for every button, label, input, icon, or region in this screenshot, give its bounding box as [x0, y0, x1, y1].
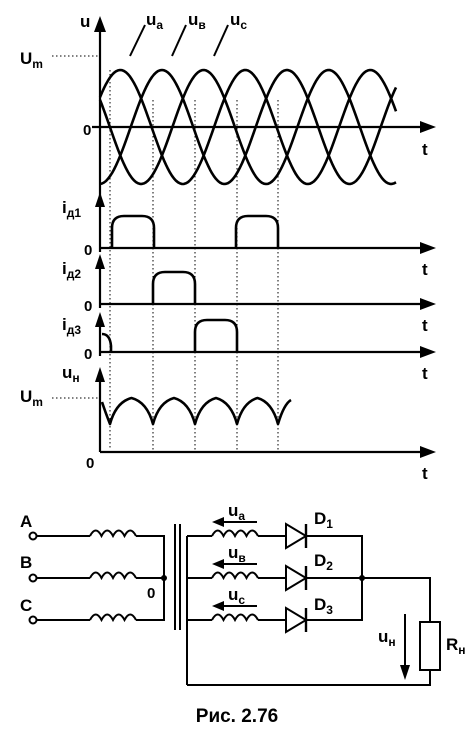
id3-axis-y-arrow: [95, 312, 105, 327]
voltage-plot: u t 0 Um ua uв uc: [20, 10, 436, 205]
id2-plot: iд2 0 t: [62, 254, 436, 335]
circuit: A B C 0 ua uв: [20, 501, 466, 686]
diode-d1: [285, 522, 308, 550]
id1-time-label: t: [422, 260, 428, 279]
id2-label: iд2: [62, 259, 81, 281]
d2-label: D2: [314, 551, 333, 573]
id3-plot: iд3 0 t: [62, 312, 436, 383]
id1-pulse-2: [234, 214, 280, 248]
un-label: uн: [62, 363, 80, 385]
un-plot: uн Um 0 t: [20, 363, 436, 483]
phase-c-wave: [98, 68, 397, 186]
id1-zero-label: 0: [84, 242, 92, 259]
ub-leader: [171, 24, 187, 57]
un-axis-y-arrow: [95, 367, 105, 382]
un-um-label: Um: [20, 387, 43, 409]
um-label: Um: [20, 49, 43, 71]
diode-d2: [285, 564, 308, 592]
id1-label: iд1: [62, 198, 81, 220]
terminal-b: [28, 573, 38, 583]
terminal-c-label: C: [20, 596, 32, 615]
voltage-axis-x-arrow: [420, 121, 436, 133]
neutral-label: 0: [147, 585, 155, 602]
terminal-a-label: A: [20, 512, 32, 531]
uc-label: uc: [230, 10, 247, 32]
id1-axis-y-arrow: [95, 192, 105, 207]
id2-pulse-1: [151, 270, 197, 304]
svg-text:ua: ua: [228, 501, 245, 523]
voltage-zero-label: 0: [83, 122, 91, 139]
terminal-a: [28, 531, 38, 541]
id2-axis-y-arrow: [95, 254, 105, 269]
terminal-b-label: B: [20, 553, 32, 572]
svg-text:uв: uв: [228, 543, 246, 565]
id2-time-label: t: [422, 316, 428, 335]
primary-coil-c: [89, 613, 137, 623]
terminal-c: [28, 615, 38, 625]
primary-coil-b: [89, 571, 137, 581]
secondary-coil-c: [211, 613, 259, 623]
svg-text:uc: uc: [228, 585, 245, 607]
rectified-output-wave: [100, 396, 292, 426]
voltage-time-label: t: [422, 140, 428, 159]
id1-pulse-1: [110, 214, 156, 248]
id1-axis-x-arrow: [420, 242, 436, 254]
id3-axis-x-arrow: [420, 346, 436, 358]
diode-d3: [285, 606, 308, 634]
un-time-label: t: [422, 464, 428, 483]
time-guides: [109, 70, 279, 450]
id3-pulse-1: [101, 332, 113, 352]
d1-label: D1: [314, 509, 333, 531]
un-axis-x-arrow: [420, 446, 436, 458]
ua-label: ua: [146, 10, 163, 32]
id2-zero-label: 0: [84, 298, 92, 315]
phase-a-wave: [98, 68, 398, 186]
rn-label: Rн: [446, 635, 466, 657]
secondary-coil-a: [211, 529, 259, 539]
uc-leader: [213, 24, 229, 57]
id2-axis-x-arrow: [420, 298, 436, 310]
id1-plot: iд1 0 t: [62, 192, 436, 279]
voltage-axis-y-arrow: [94, 16, 106, 32]
ub-label: uв: [188, 10, 206, 32]
un-zero-label: 0: [86, 455, 94, 472]
id3-label: iд3: [62, 315, 81, 337]
id3-pulse-2: [193, 318, 239, 352]
phase-b-wave: [99, 68, 398, 186]
load-resistor: [419, 621, 441, 671]
id3-zero-label: 0: [84, 346, 92, 363]
primary-neutral-node: [161, 575, 167, 581]
secondary-coil-b: [211, 571, 259, 581]
voltage-axis-label: u: [80, 12, 90, 31]
un-circuit-label: uн: [378, 627, 396, 649]
figure-caption: Рис. 2.76: [196, 706, 278, 727]
output-node: [359, 575, 365, 581]
id3-time-label: t: [422, 364, 428, 383]
ua-leader: [129, 24, 146, 57]
primary-coil-a: [89, 529, 137, 539]
d3-label: D3: [314, 595, 333, 617]
